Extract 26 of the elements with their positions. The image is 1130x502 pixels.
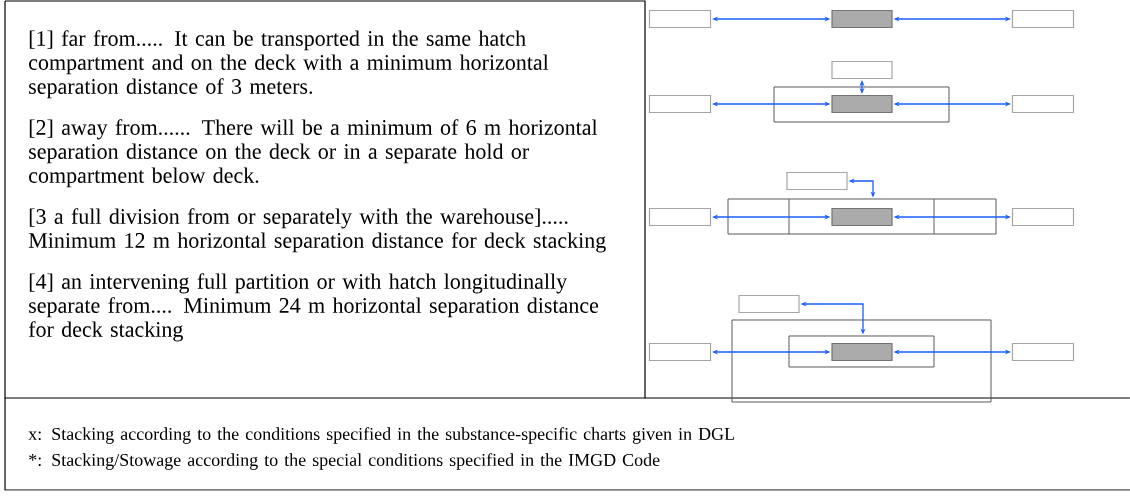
empty-box <box>831 60 893 80</box>
empty-box <box>648 207 712 227</box>
empty-box <box>1011 9 1075 29</box>
arrow <box>859 80 865 94</box>
empty-box <box>648 342 712 362</box>
compartment-box <box>788 335 935 368</box>
cargo-box <box>831 207 893 227</box>
compartment-box <box>731 319 992 403</box>
compartment-box <box>773 86 950 123</box>
cargo-box <box>831 9 893 29</box>
rule-text: [3 a full division from or separately with the warehouse]..... Minimum 12 m horizontal separation distance for deck stacking <box>28 208 606 253</box>
footnote-text: *: Stacking/Stowage according to the special conditions specified in the IMGD Code <box>29 453 660 470</box>
empty-box <box>648 9 712 29</box>
compartment-box <box>727 198 997 235</box>
empty-box <box>786 171 848 191</box>
empty-box <box>1011 207 1075 227</box>
empty-box <box>1011 342 1075 362</box>
cargo-box <box>831 342 893 362</box>
rule-text: [4] an intervening full partition or with hatch longitudinally separate from.... Minimum 24 m horizontal separation distance for deck stacking <box>28 273 599 342</box>
rule-text: [1] far from..... It can be transported in the same hatch compartment and on the deck with a minimum horizontal separation distance of 3 meters. <box>29 30 549 99</box>
cargo-box <box>831 94 893 114</box>
empty-box <box>738 294 800 314</box>
footnote-text: x: Stacking according to the conditions specified in the substance-specific charts given in DGL <box>28 427 734 444</box>
empty-box <box>648 94 712 114</box>
empty-box <box>1011 94 1075 114</box>
rule-text: [2] away from...... There will be a minimum of 6 m horizontal separation distance on the deck or in a separate hold or compartment below deck. <box>29 119 598 188</box>
